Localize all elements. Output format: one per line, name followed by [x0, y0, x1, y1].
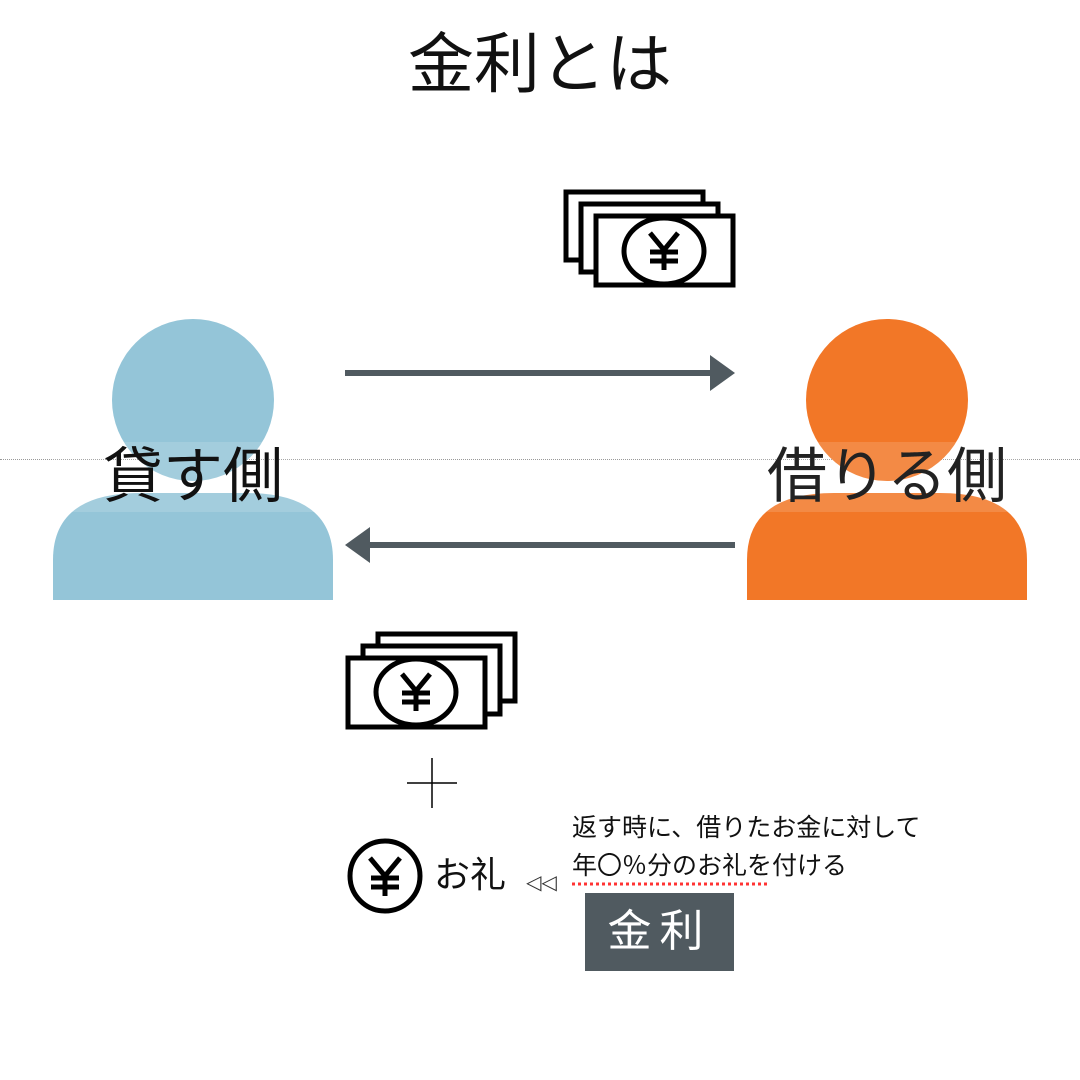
lender-label-band [53, 442, 333, 512]
arrow-to-borrower-icon [345, 355, 735, 391]
page-title: 金利とは [408, 26, 672, 103]
note-line-2: 年〇％分のお礼を付ける [572, 851, 848, 880]
yen-bills-top-icon [563, 189, 736, 288]
plus-icon [407, 758, 457, 808]
borrower-label: 借りる側 [767, 442, 1007, 512]
arrow-to-lender-icon [345, 527, 735, 563]
term-label: 金利 [585, 893, 734, 971]
guide-line [0, 459, 1080, 460]
pointer-icon: ◁◁ [526, 870, 557, 894]
lender-label: 貸す側 [103, 442, 283, 512]
yen-bills-bottom-icon [345, 631, 518, 730]
borrower-label-band [747, 442, 1027, 512]
borrower-person-icon [747, 319, 1027, 600]
note-line-1: 返す時に、借りたお金に対して [572, 813, 921, 842]
lender-person-icon [53, 319, 333, 600]
yen-coin-icon [347, 838, 423, 914]
thanks-label: お礼 [434, 855, 507, 896]
